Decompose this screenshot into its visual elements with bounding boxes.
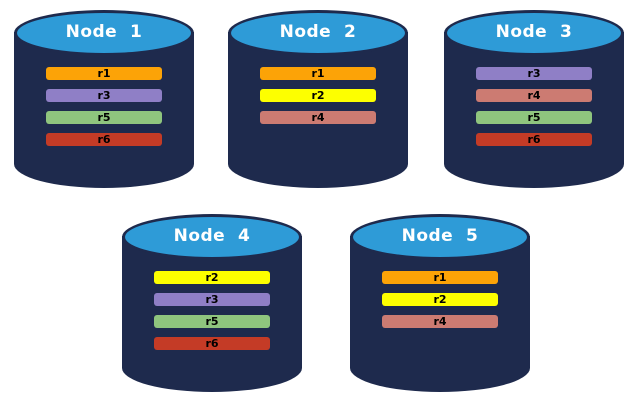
- node-label: Node 1: [65, 22, 143, 42]
- replica-bar-r2: r2: [382, 293, 498, 306]
- cylinder-top-ellipse: Node 3: [444, 10, 624, 56]
- replica-label: r5: [97, 111, 111, 124]
- replica-bar-r3: r3: [46, 89, 162, 102]
- replica-bar-r4: r4: [476, 89, 592, 102]
- database-cylinder-node-5: Node 5 r1 r2 r4: [350, 214, 530, 392]
- cylinder-top-ellipse: Node 2: [228, 10, 408, 56]
- node-label: Node 2: [279, 22, 357, 42]
- replica-label: r5: [527, 111, 541, 124]
- database-cylinder-node-4: Node 4 r2 r3 r5 r6: [122, 214, 302, 392]
- replica-label: r2: [433, 293, 447, 306]
- database-cylinder-node-2: Node 2 r1 r2 r4: [228, 10, 408, 188]
- replica-label: r1: [311, 67, 325, 80]
- replica-bar-r4: r4: [260, 111, 376, 124]
- replica-label: r2: [311, 89, 325, 102]
- replica-bar-r5: r5: [476, 111, 592, 124]
- replica-bar-r3: r3: [476, 67, 592, 80]
- cylinder-top-ellipse: Node 1: [14, 10, 194, 56]
- replica-bar-r1: r1: [260, 67, 376, 80]
- replica-bar-r6: r6: [154, 337, 270, 350]
- cylinder-top-ellipse: Node 4: [122, 214, 302, 260]
- replica-label: r6: [205, 337, 219, 350]
- replica-label: r4: [527, 89, 541, 102]
- replica-label: r3: [205, 293, 219, 306]
- replica-bar-r1: r1: [382, 271, 498, 284]
- replica-list: r2 r3 r5 r6: [154, 271, 270, 350]
- replica-label: r1: [433, 271, 447, 284]
- replica-bar-r6: r6: [476, 133, 592, 146]
- replica-label: r4: [311, 111, 325, 124]
- replica-label: r2: [205, 271, 219, 284]
- replica-list: r1 r2 r4: [260, 67, 376, 124]
- database-cylinder-node-1: Node 1 r1 r3 r5 r6: [14, 10, 194, 188]
- replica-label: r4: [433, 315, 447, 328]
- replica-bar-r3: r3: [154, 293, 270, 306]
- cylinder-top-ellipse: Node 5: [350, 214, 530, 260]
- replica-label: r3: [97, 89, 111, 102]
- replica-bar-r1: r1: [46, 67, 162, 80]
- replica-label: r3: [527, 67, 541, 80]
- node-label: Node 4: [173, 226, 251, 246]
- replica-list: r1 r2 r4: [382, 271, 498, 328]
- replica-bar-r6: r6: [46, 133, 162, 146]
- cylinder-body: [122, 236, 302, 392]
- node-label: Node 3: [495, 22, 573, 42]
- replica-bar-r5: r5: [154, 315, 270, 328]
- replica-bar-r2: r2: [260, 89, 376, 102]
- cylinder-body: [444, 32, 624, 188]
- replica-bar-r4: r4: [382, 315, 498, 328]
- node-label: Node 5: [401, 226, 479, 246]
- replica-label: r6: [527, 133, 541, 146]
- replica-bar-r2: r2: [154, 271, 270, 284]
- cylinder-body: [228, 32, 408, 188]
- cylinder-body: [350, 236, 530, 392]
- replica-label: r1: [97, 67, 111, 80]
- replica-bar-r5: r5: [46, 111, 162, 124]
- replica-list: r3 r4 r5 r6: [476, 67, 592, 146]
- replica-list: r1 r3 r5 r6: [46, 67, 162, 146]
- database-cylinder-node-3: Node 3 r3 r4 r5 r6: [444, 10, 624, 188]
- cylinder-body: [14, 32, 194, 188]
- replica-label: r6: [97, 133, 111, 146]
- replica-label: r5: [205, 315, 219, 328]
